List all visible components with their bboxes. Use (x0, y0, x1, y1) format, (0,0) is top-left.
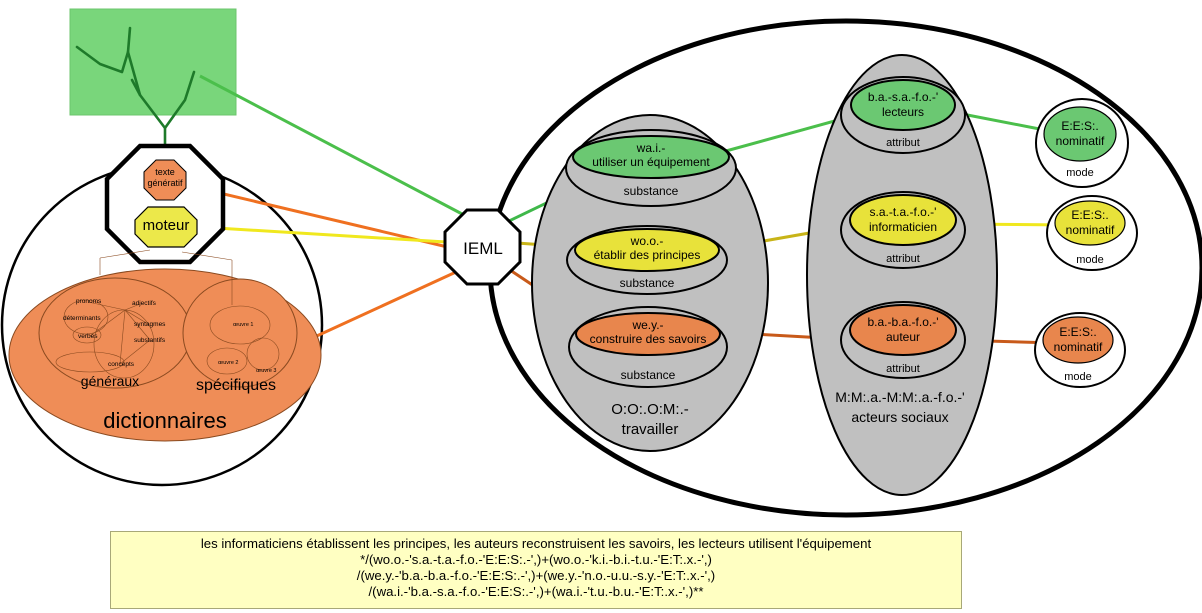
word-substantifs: substantifs (134, 337, 166, 344)
substance-code-wai: wa.i.- (636, 141, 666, 155)
mode-code-3: E:E:S:. (1059, 325, 1096, 339)
substance-label-wai: utiliser un équipement (592, 155, 710, 169)
attribute-role-lecteurs: attribut (886, 137, 920, 149)
attribute-code-auteur: b.a.-b.a.-f.o.-' (868, 315, 939, 329)
ieml-hub (443, 208, 522, 286)
substance-node-wey (575, 312, 721, 356)
mode-label-1: nominatif (1056, 134, 1105, 148)
general-dictionary-label: généraux (81, 373, 139, 389)
caption-expression-line-3: /(wa.i.-'b.a.-s.a.-f.o.-'E:E:S:.-',)+(wa… (368, 584, 704, 599)
actor-group-code: M:M:.a.-M:M:.a.-f.o.-' (835, 389, 964, 405)
substance-node-wai (572, 135, 730, 179)
substance-group-label: travailler (622, 421, 679, 438)
ieml-hub-label: IEML (463, 239, 503, 258)
tree-box (69, 8, 237, 116)
link-tree-ieml (199, 74, 465, 217)
mode-node-2 (1054, 200, 1126, 246)
caption-expression-line-2: /(we.y.-'b.a.-b.a.-f.o.-'E:E:S:.-',)+(we… (356, 568, 716, 583)
mode-role-1: mode (1066, 167, 1094, 179)
actor-group-ellipse (806, 54, 998, 496)
attribute-code-informaticien: s.a.-t.a.-f.o.-' (870, 205, 937, 219)
word-pronoms: pronoms (76, 298, 102, 305)
mode-label-3: nominatif (1054, 340, 1103, 354)
generative-text-node (143, 159, 187, 201)
word-oeuvre-3: œuvre 3 (256, 368, 276, 374)
specific-dictionary-label: spécifiques (196, 377, 276, 394)
substance-label-wey: construire des savoirs (590, 332, 707, 346)
actor-group-label: acteurs sociaux (851, 409, 948, 425)
mode-label-2: nominatif (1066, 223, 1115, 237)
mode-code-1: E:E:S:. (1061, 119, 1098, 133)
attribute-code-lecteurs: b.a.-s.a.-f.o.-' (868, 90, 938, 104)
link-engine-ieml (199, 225, 447, 244)
generative-text-label-1: texte (155, 167, 175, 177)
caption-sentence: les informaticiens établissent les princ… (200, 536, 872, 551)
engine-label: moteur (143, 217, 190, 234)
mode-role-3: mode (1064, 371, 1092, 383)
dictionaries-title: dictionnaires (103, 408, 227, 433)
link-dict-ieml (307, 270, 457, 342)
word-syntagmes: syntagmes (134, 321, 166, 328)
mode-role-2: mode (1076, 254, 1104, 266)
word-oeuvre-2: œuvre 2 (218, 360, 238, 366)
mode-node-3 (1042, 316, 1114, 364)
caption-expression-line-1: */(wo.o.-'s.a.-t.a.-f.o.-'E:E:S:.-',)+(w… (360, 552, 712, 567)
substance-role-wai: substance (624, 184, 679, 198)
attribute-node-lecteurs (850, 79, 956, 131)
ieml-diagram: texte génératif moteur pronoms détermina… (0, 8, 1202, 518)
mode-code-2: E:E:S:. (1071, 208, 1108, 222)
word-adjectifs: adjectifs (132, 300, 157, 307)
engine-node (134, 206, 198, 248)
attribute-node-informaticien (849, 194, 957, 246)
specific-dictionary-ellipse (182, 278, 298, 388)
attribute-label-auteur: auteur (886, 330, 920, 344)
attribute-role-informaticien: attribut (886, 253, 920, 265)
word-oeuvre-1: œuvre 1 (233, 322, 253, 328)
general-dictionary-words: pronoms déterminants adjectifs syntagmes… (63, 298, 166, 368)
word-determinants: déterminants (63, 315, 101, 322)
word-concepts: concepts (108, 361, 135, 368)
attribute-label-lecteurs: lecteurs (882, 105, 924, 119)
general-dictionary-ellipse (38, 277, 192, 389)
substance-role-wey: substance (621, 368, 676, 382)
substance-code-woo: wo.o.- (630, 234, 664, 248)
mode-node-1 (1043, 106, 1117, 162)
generative-text-label-2: génératif (147, 178, 183, 188)
word-verbes: verbes (78, 333, 98, 340)
attribute-role-auteur: attribut (886, 363, 920, 375)
substance-code-wey: we.y.- (631, 318, 663, 332)
dictionary-word-network (55, 249, 280, 379)
substance-role-woo: substance (620, 276, 675, 290)
substance-group-code: O:O:.O:M:.- (611, 401, 689, 418)
attribute-node-auteur (849, 304, 957, 356)
specific-dictionary-words: œuvre 1 œuvre 2 œuvre 3 (218, 322, 276, 374)
substance-node-woo (574, 228, 720, 272)
attribute-label-informaticien: informaticien (869, 220, 937, 234)
tree-icon (75, 26, 196, 160)
substance-label-woo: établir des principes (594, 248, 701, 262)
caption-box: les informaticiens établissent les princ… (110, 531, 962, 609)
